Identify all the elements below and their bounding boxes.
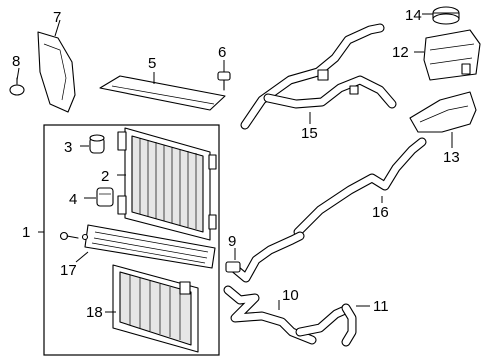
- reservoir-cap-part: 14: [405, 6, 460, 25]
- callout-5: 5: [148, 55, 156, 72]
- cap-part: 4: [69, 187, 114, 208]
- callout-4: 4: [69, 191, 77, 208]
- connector-hose-part: 9: [225, 231, 305, 283]
- callout-11: 11: [373, 298, 389, 315]
- upper-hose-part: 16: [293, 137, 427, 237]
- deflector-part: 7: [37, 9, 76, 113]
- radiator-part: 2: [101, 127, 217, 241]
- reservoir-part: 12: [392, 29, 481, 81]
- callout-8: 8: [12, 53, 20, 70]
- callout-7: 7: [53, 9, 61, 26]
- callout-1: 1: [22, 224, 30, 241]
- callout-9: 9: [228, 233, 236, 250]
- lower-hose-part: 10: [223, 285, 350, 345]
- callout-16: 16: [372, 204, 389, 221]
- reservoir-bracket-part: 13: [409, 91, 477, 166]
- small-hose-part: 11: [341, 298, 389, 347]
- callout-10: 10: [282, 287, 299, 304]
- assembly-frame: [43, 124, 220, 356]
- clip-part: 6: [217, 44, 231, 91]
- callout-12: 12: [392, 44, 409, 61]
- callout-15: 15: [301, 125, 318, 142]
- heater-hose-part: 15: [240, 23, 397, 142]
- condenser-part: 18: [86, 264, 199, 353]
- push-pin-part: 8: [9, 53, 25, 96]
- isolator-part: 3: [64, 134, 105, 156]
- callout-3: 3: [64, 139, 72, 156]
- callout-14: 14: [405, 7, 422, 24]
- callout-17: 17: [60, 262, 77, 279]
- cooler-part: 17: [59, 224, 216, 279]
- callout-6: 6: [218, 44, 226, 61]
- air-seal-part: 5: [99, 55, 226, 111]
- callout-13: 13: [443, 149, 460, 166]
- radiator-assembly-group: 1: [22, 124, 220, 356]
- callout-2: 2: [101, 168, 109, 185]
- callout-18: 18: [86, 304, 103, 321]
